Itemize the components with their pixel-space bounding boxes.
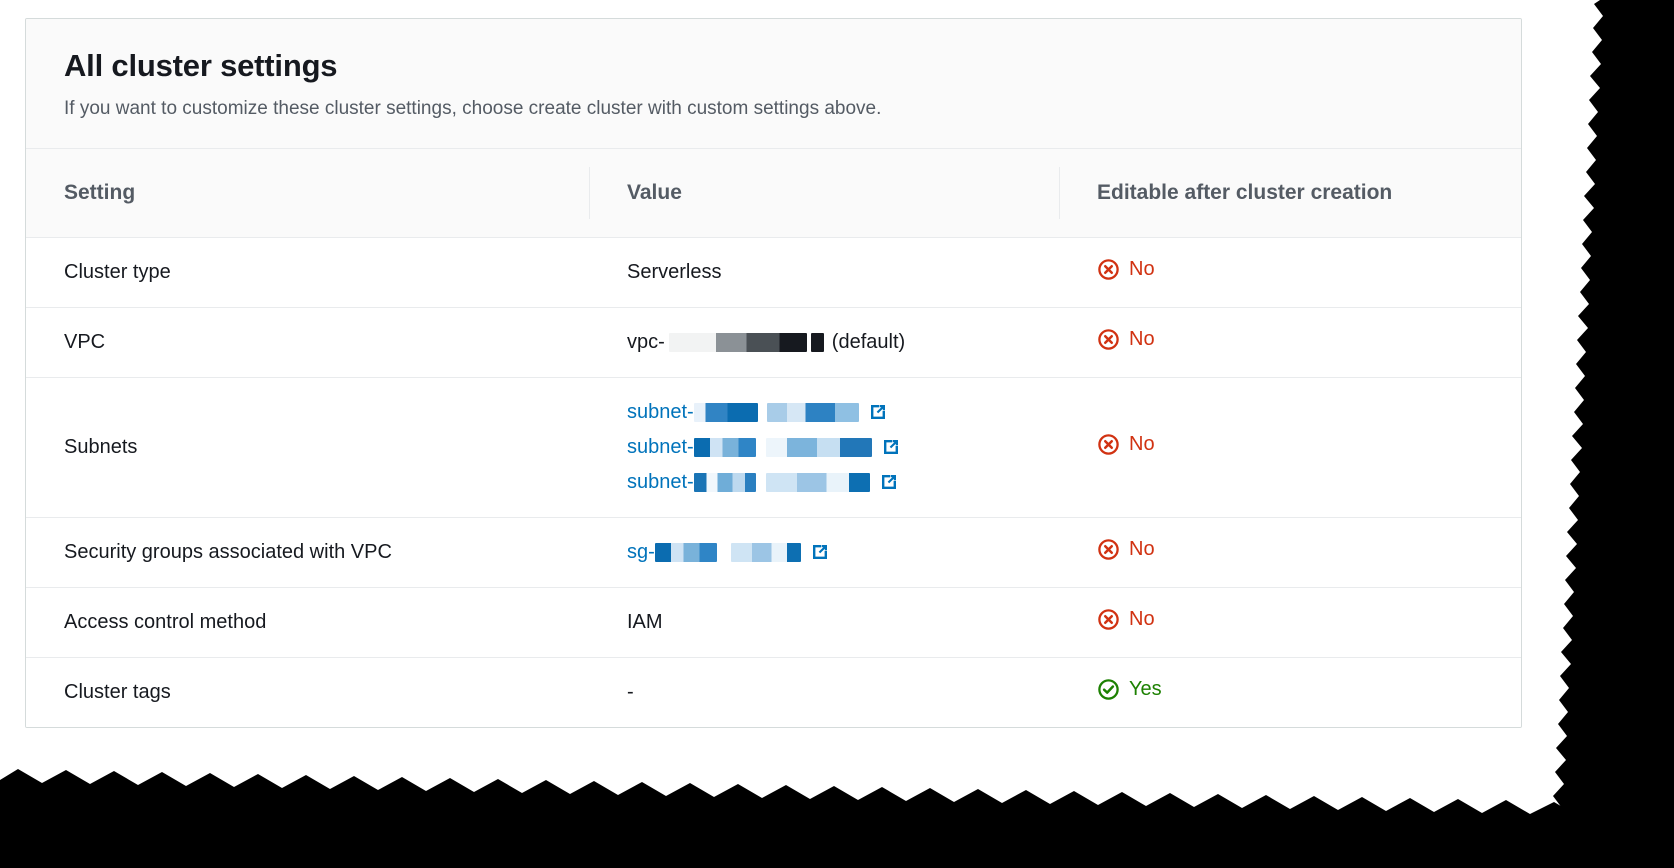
cluster-settings-table: Setting Value Editable after cluster cre… — [26, 148, 1521, 727]
status-badge: No — [1097, 538, 1155, 561]
redacted-block — [766, 402, 859, 422]
column-header-setting: Setting — [26, 148, 589, 238]
status-label: No — [1129, 537, 1155, 560]
error-circle-x-icon — [1097, 258, 1120, 281]
status-badge: No — [1097, 328, 1155, 351]
editable-cell: No — [1059, 237, 1521, 308]
status-badge: No — [1097, 433, 1155, 456]
success-circle-check-icon — [1097, 678, 1120, 701]
subnet-link-list: subnet- subnet- — [627, 398, 1059, 497]
editable-cell: No — [1059, 377, 1521, 518]
table-header-row: Setting Value Editable after cluster cre… — [26, 148, 1521, 238]
status-label: No — [1129, 327, 1155, 350]
panel-header: All cluster settings If you want to cust… — [26, 19, 1521, 149]
subnet-id-prefix: subnet- — [627, 435, 694, 458]
editable-cell: No — [1059, 517, 1521, 588]
setting-label: Access control method — [26, 587, 589, 658]
status-label: Yes — [1129, 677, 1162, 700]
vpc-id-prefix: vpc- — [627, 330, 665, 353]
subnet-id-prefix: subnet- — [627, 470, 694, 493]
setting-value: Serverless — [589, 237, 1059, 308]
torn-edge-bottom — [0, 758, 1674, 868]
subnet-link[interactable]: subnet- — [627, 468, 1059, 497]
column-header-value: Value — [589, 148, 1059, 238]
table-body: Cluster type Serverless No VPC — [26, 237, 1521, 727]
table-header: Setting Value Editable after cluster cre… — [26, 148, 1521, 238]
redacted-block — [730, 542, 801, 562]
table-row: VPC vpc- (default) No — [26, 307, 1521, 378]
panel-description: If you want to customize these cluster s… — [64, 98, 882, 120]
column-header-editable: Editable after cluster creation — [1059, 148, 1521, 238]
redacted-block — [765, 472, 870, 492]
all-cluster-settings-panel: All cluster settings If you want to cust… — [25, 18, 1522, 728]
setting-label: Subnets — [26, 377, 589, 518]
vpc-default-suffix: (default) — [831, 330, 906, 353]
external-link-icon — [881, 437, 901, 457]
torn-edge-right — [1522, 0, 1674, 868]
setting-value: subnet- subnet- — [589, 377, 1059, 518]
status-badge: No — [1097, 608, 1155, 631]
redacted-block — [693, 402, 758, 422]
setting-value: IAM — [589, 587, 1059, 658]
setting-label: Cluster tags — [26, 657, 589, 727]
redacted-block — [668, 333, 807, 352]
table-row: Cluster tags - Yes — [26, 657, 1521, 727]
redacted-block — [693, 437, 756, 457]
setting-label: Security groups associated with VPC — [26, 517, 589, 588]
editable-cell: No — [1059, 307, 1521, 378]
status-label: No — [1129, 432, 1155, 455]
status-label: No — [1129, 257, 1155, 280]
editable-cell: Yes — [1059, 657, 1521, 727]
setting-label: VPC — [26, 307, 589, 378]
security-group-link[interactable]: sg- — [627, 538, 830, 567]
redacted-block — [810, 333, 824, 352]
setting-value: - — [589, 657, 1059, 727]
table-row: Access control method IAM No — [26, 587, 1521, 658]
security-group-id-prefix: sg- — [627, 540, 655, 563]
redacted-block — [765, 437, 872, 457]
page-title: All cluster settings — [64, 48, 338, 83]
redacted-block — [654, 542, 717, 562]
subnet-link[interactable]: subnet- — [627, 398, 1059, 427]
status-badge: Yes — [1097, 678, 1162, 701]
error-circle-x-icon — [1097, 433, 1120, 456]
setting-label: Cluster type — [26, 237, 589, 308]
editable-cell: No — [1059, 587, 1521, 658]
setting-value: sg- — [589, 517, 1059, 588]
external-link-icon — [810, 542, 830, 562]
external-link-icon — [868, 402, 888, 422]
table-row: Subnets subnet- subnet- — [26, 377, 1521, 518]
table-row: Cluster type Serverless No — [26, 237, 1521, 308]
error-circle-x-icon — [1097, 328, 1120, 351]
external-link-icon — [879, 472, 899, 492]
table-row: Security groups associated with VPC sg- — [26, 517, 1521, 588]
error-circle-x-icon — [1097, 608, 1120, 631]
subnet-link[interactable]: subnet- — [627, 433, 1059, 462]
status-badge: No — [1097, 258, 1155, 281]
setting-value: vpc- (default) — [589, 307, 1059, 378]
redacted-block — [693, 472, 756, 492]
error-circle-x-icon — [1097, 538, 1120, 561]
subnet-id-prefix: subnet- — [627, 400, 694, 423]
status-label: No — [1129, 607, 1155, 630]
